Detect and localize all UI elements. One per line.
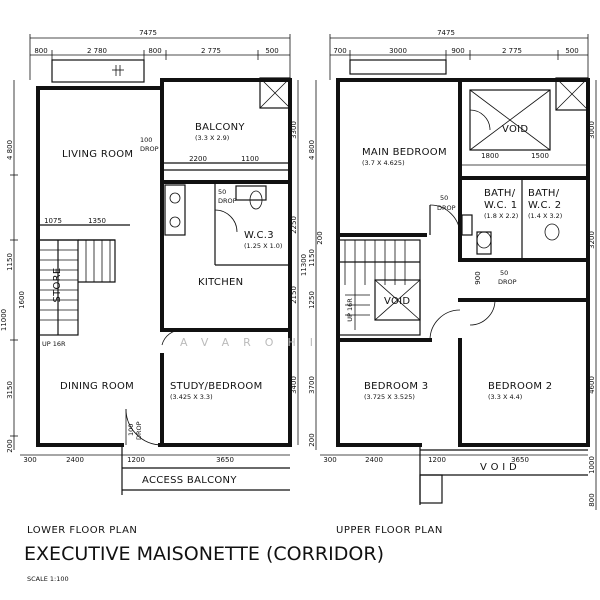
lower-dim-total: 7475 — [139, 29, 157, 37]
lower-room-dining: DINING ROOM — [60, 381, 134, 392]
lower-room-study-size: (3.425 X 3.3) — [170, 393, 213, 401]
lower-dim-top: 800 — [148, 47, 161, 55]
upper-drop-label: 50 — [500, 269, 508, 277]
lower-room-study: STUDY/BEDROOM — [170, 381, 263, 392]
lower-dim-right: 3300 — [290, 121, 298, 139]
upper-room-main-bedroom: MAIN BEDROOM — [362, 147, 447, 158]
upper-dim-1800: 1800 — [481, 152, 499, 160]
lower-room-wc3-size: (1.25 X 1.0) — [244, 242, 282, 250]
lower-room-living: LIVING ROOM — [62, 149, 133, 160]
lower-dim-left: 4 800 — [6, 140, 14, 160]
lower-dim-top: 500 — [265, 47, 278, 55]
upper-room-bath2: BATH/ — [528, 188, 560, 199]
upper-dim-bottom: 2400 — [365, 456, 383, 464]
upper-room-bedroom3-size: (3.725 X 3.525) — [364, 393, 415, 401]
upper-room-void-mid: VOID — [384, 296, 410, 307]
upper-dim-right: 1000 — [588, 456, 596, 474]
upper-dim-bottom: 300 — [323, 456, 336, 464]
upper-dim-right: 3200 — [588, 231, 596, 249]
upper-dim-right: 4600 — [588, 376, 596, 394]
upper-drop-label: DROP — [437, 204, 456, 212]
lower-dim-2200: 2200 — [189, 155, 207, 163]
upper-dim-1500: 1500 — [531, 152, 549, 160]
upper-room-bath1: BATH/ — [484, 188, 516, 199]
lower-room-wc3: W.C.3 — [244, 230, 274, 241]
upper-dim-left: 1250 — [308, 291, 316, 309]
upper-dim-bottom: 3650 — [511, 456, 529, 464]
upper-dim-left: 200 — [308, 433, 316, 446]
upper-drop-label: 50 — [440, 194, 448, 202]
drawing-scale: SCALE 1:100 — [27, 575, 69, 583]
upper-dim-top: 700 — [333, 47, 346, 55]
upper-stair-up: UP 16R — [346, 298, 354, 322]
upper-caption: UPPER FLOOR PLAN — [336, 525, 443, 536]
lower-drop-label: 100 — [127, 424, 135, 436]
lower-dim-top: 2 780 — [87, 47, 107, 55]
lower-drop-label: DROP — [218, 197, 237, 205]
lower-dim-left: 3150 — [6, 381, 14, 399]
lower-dim-left: 1600 — [18, 291, 26, 309]
upper-dim-left: 1150 — [308, 249, 316, 267]
lower-room-access-balcony: ACCESS BALCONY — [142, 475, 237, 486]
lower-dim-top: 2 775 — [201, 47, 221, 55]
lower-dim-right: 2250 — [290, 216, 298, 234]
upper-room-bath1-size: (1.8 X 2.2) — [484, 212, 518, 220]
upper-void-bottom: V O I D — [480, 462, 517, 473]
upper-dim-left: 4 800 — [308, 140, 316, 160]
lower-dim-left: 200 — [6, 439, 14, 452]
lower-room-store: STORE — [52, 267, 63, 302]
upper-dim-top: 3000 — [389, 47, 407, 55]
upper-room-bath1b: W.C. 1 — [484, 200, 517, 211]
lower-dim-right: 2150 — [290, 286, 298, 304]
upper-dim-left: 11300 — [300, 254, 308, 276]
upper-room-void-top: VOID — [502, 124, 528, 135]
upper-room-bedroom3: BEDROOM 3 — [364, 381, 428, 392]
upper-dim-total: 7475 — [437, 29, 455, 37]
lower-dim-1075: 1075 — [44, 217, 62, 225]
upper-floor-plan: 7475 700 3000 900 2 775 500 1800 1500 — [300, 29, 597, 536]
upper-dim-900: 900 — [474, 271, 482, 284]
upper-room-bedroom2-size: (3.3 X 4.4) — [488, 393, 522, 401]
upper-dim-left: 3700 — [308, 376, 316, 394]
upper-dim-left: 200 — [316, 231, 324, 244]
watermark: AVAROHI — [180, 336, 327, 349]
upper-dim-top: 500 — [565, 47, 578, 55]
lower-dim-bottom: 1200 — [127, 456, 145, 464]
upper-dim-top: 2 775 — [502, 47, 522, 55]
upper-room-bath2-size: (1.4 X 3.2) — [528, 212, 562, 220]
lower-dim-1100: 1100 — [241, 155, 259, 163]
upper-dim-bottom: 1200 — [428, 456, 446, 464]
lower-drop-label: DROP — [135, 421, 143, 440]
lower-drop-label: DROP — [140, 145, 159, 153]
lower-dim-bottom: 3650 — [216, 456, 234, 464]
lower-caption: LOWER FLOOR PLAN — [27, 525, 137, 536]
lower-drop-label: 100 — [140, 136, 152, 144]
lower-drop-label: 50 — [218, 188, 226, 196]
lower-dim-top: 800 — [34, 47, 47, 55]
lower-dim-left: 1150 — [6, 253, 14, 271]
upper-dim-right: 3000 — [588, 121, 596, 139]
lower-dim-1350: 1350 — [88, 217, 106, 225]
lower-dim-bottom: 2400 — [66, 456, 84, 464]
lower-room-balcony-size: (3.3 X 2.9) — [195, 134, 229, 142]
lower-room-balcony: BALCONY — [195, 122, 245, 133]
lower-floor-plan: 7475 800 2 780 800 2 775 500 2200 1100 — [0, 29, 299, 536]
lower-stair-up: UP 16R — [42, 340, 66, 348]
upper-room-main-size: (3.7 X 4.625) — [362, 159, 405, 167]
upper-room-bedroom2: BEDROOM 2 — [488, 381, 552, 392]
lower-dim-right: 3400 — [290, 376, 298, 394]
upper-room-bath2b: W.C. 2 — [528, 200, 561, 211]
lower-dim-bottom: 300 — [23, 456, 36, 464]
lower-dim-left: 11000 — [0, 309, 8, 331]
upper-dim-right: 800 — [588, 493, 596, 506]
drawing-title: EXECUTIVE MAISONETTE (CORRIDOR) — [24, 543, 384, 565]
upper-drop-label: DROP — [498, 278, 517, 286]
upper-dim-top: 900 — [451, 47, 464, 55]
lower-room-kitchen: KITCHEN — [198, 277, 243, 288]
